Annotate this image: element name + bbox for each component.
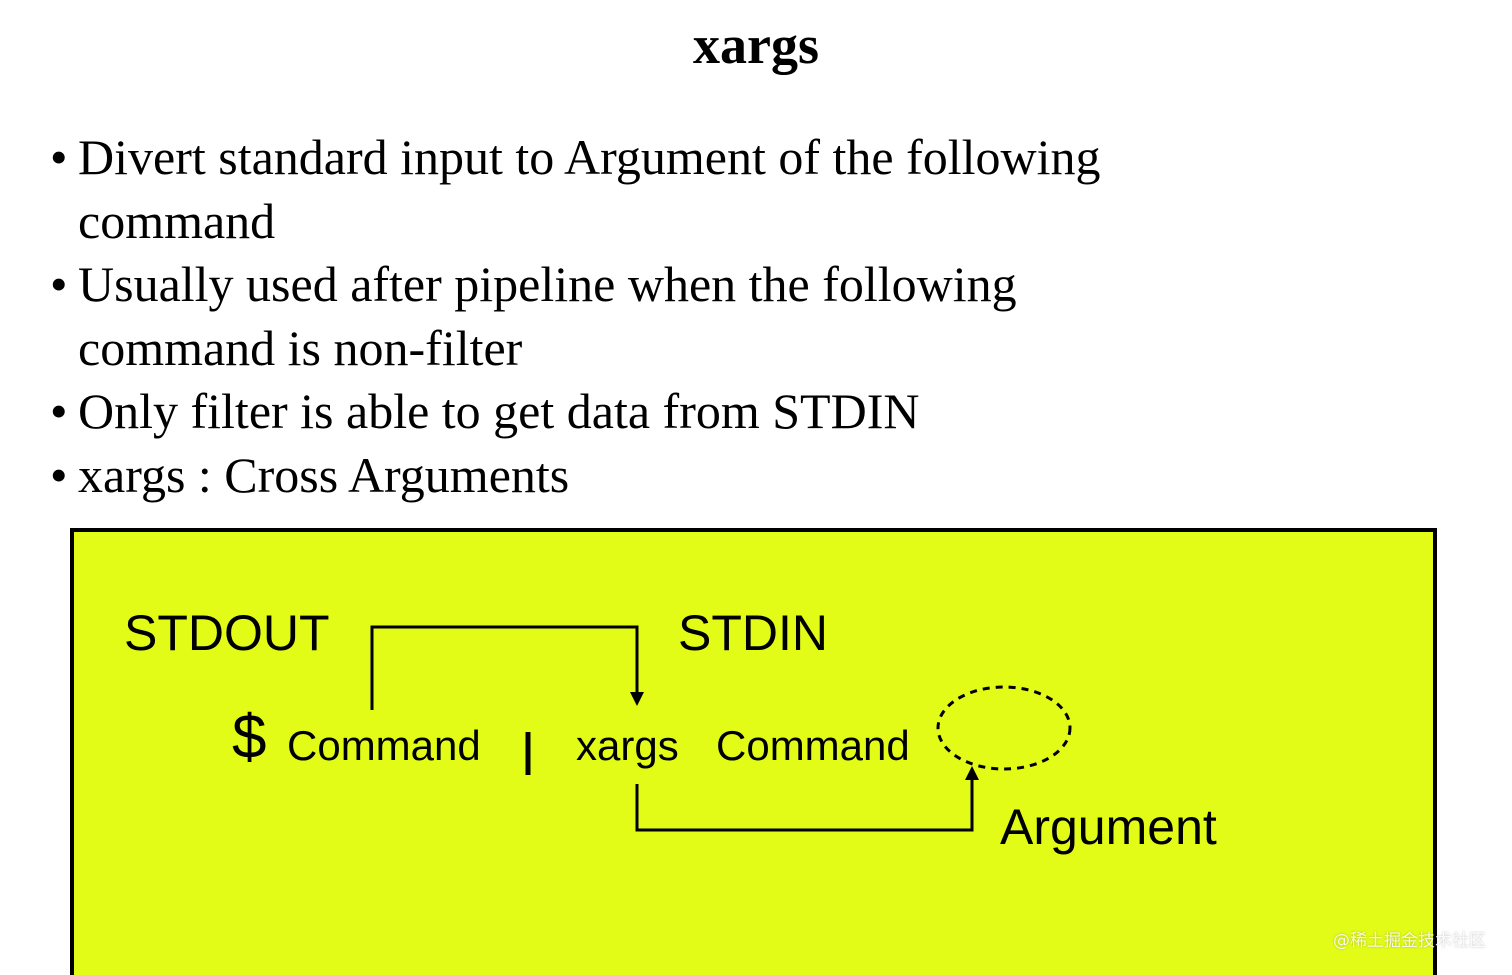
bullet-text-line1: Only filter is able to get data from STD… [78,383,920,439]
bullet-item: • xargs : Cross Arguments [50,444,1250,508]
bullet-text-line1: xargs : Cross Arguments [78,446,570,503]
prompt-symbol: $ [232,703,267,772]
xargs-diagram: STDOUT STDIN $ Command xargs Command Arg… [70,528,1437,975]
xargs-label: xargs [576,722,679,769]
argument-arrowhead-icon [965,766,979,780]
slide-title: xargs [693,15,819,75]
bullet-text-line2: command [78,192,276,249]
bullet-text-line1: Divert standard input to Argument of the… [78,129,1101,185]
argument-label: Argument [1000,799,1217,855]
diagram-arrows [370,625,1072,832]
watermark: @稀土掘金技术社区 [1333,931,1486,951]
stdout-label: STDOUT [124,605,330,661]
stdout-to-stdin-arrow [370,625,639,710]
bullet-item: • Only filter is able to get data from S… [50,380,1250,444]
bullet-dot-icon: • [50,129,68,185]
bullet-text-line2: command is non-filter [78,319,523,376]
bullet-dot-icon: • [50,383,68,439]
bullet-dot-icon: • [50,256,68,312]
bullet-text-line1: Usually used after pipeline when the fol… [78,256,1017,312]
bullet-list: • Divert standard input to Argument of t… [50,126,1250,507]
left-command-label: Command [287,722,481,769]
bullet-item: • Usually used after pipeline when the f… [50,253,1250,380]
stdin-arrowhead-icon [630,692,644,706]
bullet-item: • Divert standard input to Argument of t… [50,126,1250,253]
stdin-label: STDIN [678,605,828,661]
right-command-label: Command [716,722,910,769]
argument-placeholder-ellipse [936,685,1072,771]
bullet-dot-icon: • [50,446,68,503]
xargs-to-argument-arrow [635,778,974,832]
